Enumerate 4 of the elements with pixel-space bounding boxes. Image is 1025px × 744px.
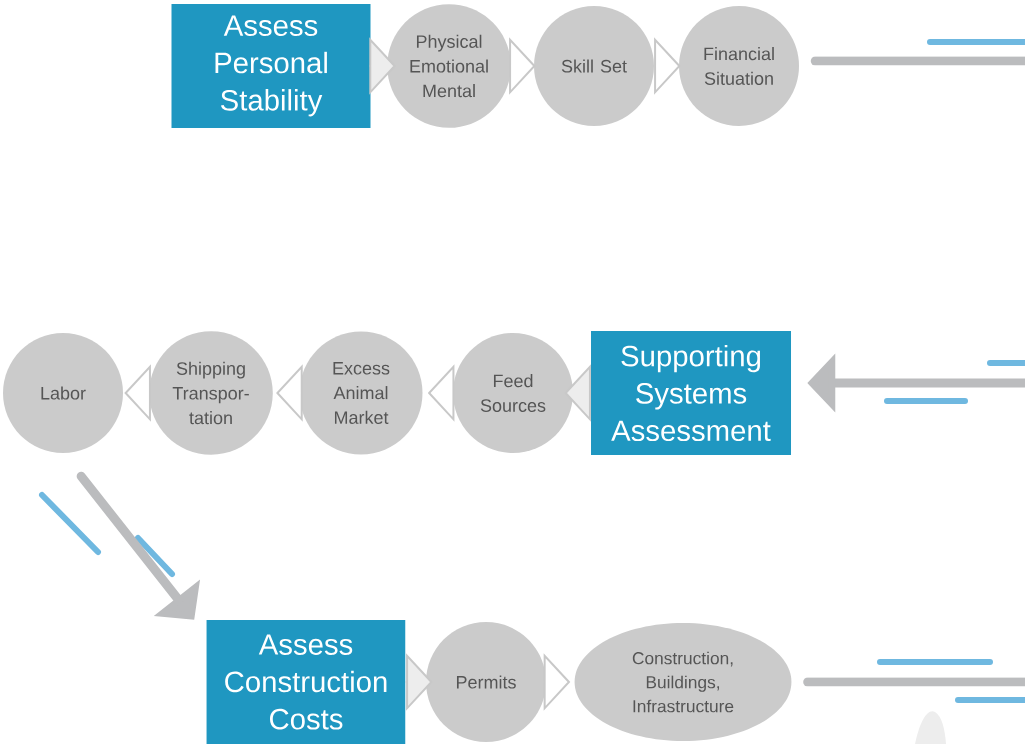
arrow xyxy=(76,471,201,620)
step-box: Assess Construction Costs xyxy=(206,620,406,744)
step-box: Assess Personal Stability xyxy=(171,4,371,128)
step-box: Supporting Systems Assessment xyxy=(591,331,791,455)
